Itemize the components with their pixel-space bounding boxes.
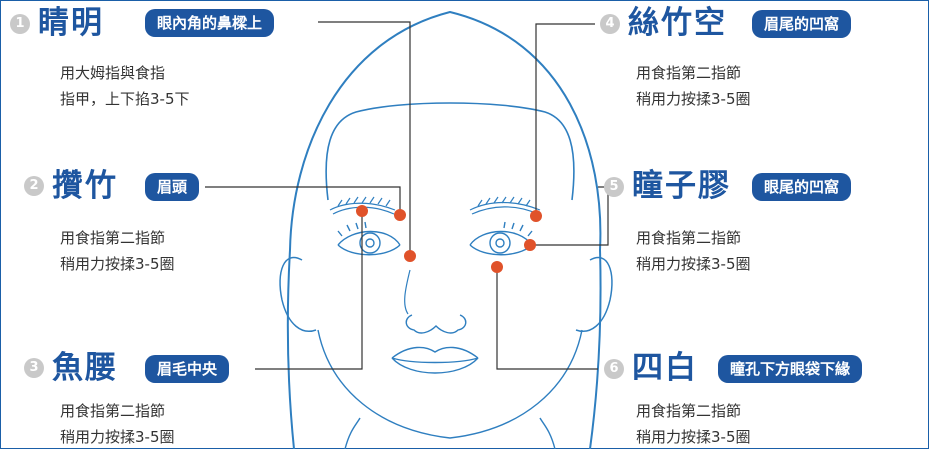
acupoint-name: 瞳子膠 [632, 168, 731, 204]
dot-3-yuyao [356, 205, 368, 217]
neck-left [345, 418, 360, 449]
acupoint-name: 睛明 [38, 5, 104, 41]
number-badge: 3 [24, 358, 44, 378]
dot-2-cuanzhu [394, 209, 406, 221]
location-pill: 眉頭 [145, 173, 199, 201]
instruction-line-2: 稍用力按揉3-5圈 [636, 86, 751, 112]
left-ear [280, 258, 316, 332]
nose-bridge-left [405, 270, 410, 314]
nose [406, 315, 466, 333]
head-outline [288, 12, 601, 449]
instruction-line-2: 稍用力按揉3-5圈 [60, 251, 175, 277]
right-eye [470, 222, 532, 255]
leader-line-4 [536, 24, 595, 214]
instruction-line-2: 指甲，上下掐3-5下 [60, 86, 190, 112]
leader-line-2 [205, 187, 400, 214]
number-badge: 6 [604, 359, 624, 379]
instruction-line-1: 用大姆指與食指 [60, 60, 165, 86]
right-eyebrow [470, 197, 540, 214]
dot-4-sizhukong [530, 210, 542, 222]
location-pill: 眼尾的凹窩 [752, 173, 851, 201]
location-pill: 眉尾的凹窩 [752, 10, 851, 38]
instruction-line-1: 用食指第二指節 [60, 225, 165, 251]
instruction-line-1: 用食指第二指節 [60, 398, 165, 424]
leader-line-6 [497, 267, 598, 369]
right-ear [576, 258, 612, 332]
acupoint-dots [356, 205, 542, 273]
location-pill: 眉毛中央 [145, 355, 229, 383]
leader-line-3 [255, 212, 362, 369]
leader-lines [205, 22, 608, 369]
number-badge: 5 [604, 177, 624, 197]
acupoint-name: 絲竹空 [628, 5, 727, 41]
acupoint-name: 攢竹 [52, 168, 118, 204]
left-eye [338, 222, 400, 255]
instruction-line-2: 稍用力按揉3-5圈 [636, 424, 751, 450]
lips [392, 347, 478, 373]
instruction-line-1: 用食指第二指節 [636, 60, 741, 86]
number-badge: 1 [10, 14, 30, 34]
acupoint-name: 魚腰 [52, 350, 118, 386]
dot-1-jingming [404, 250, 416, 262]
dot-6-sibai [491, 261, 503, 273]
hairline [326, 103, 574, 200]
acupoint-name: 四白 [632, 350, 698, 386]
number-badge: 2 [24, 176, 44, 196]
instruction-line-1: 用食指第二指節 [636, 398, 741, 424]
number-badge: 4 [600, 14, 620, 34]
instruction-line-2: 稍用力按揉3-5圈 [636, 251, 751, 277]
instruction-line-2: 稍用力按揉3-5圈 [60, 424, 175, 450]
neck-right [540, 418, 555, 449]
location-pill: 眼內角的鼻樑上 [145, 9, 274, 37]
location-pill: 瞳孔下方眼袋下緣 [718, 355, 862, 383]
instruction-line-1: 用食指第二指節 [636, 225, 741, 251]
dot-5-tongziliao [524, 239, 536, 251]
